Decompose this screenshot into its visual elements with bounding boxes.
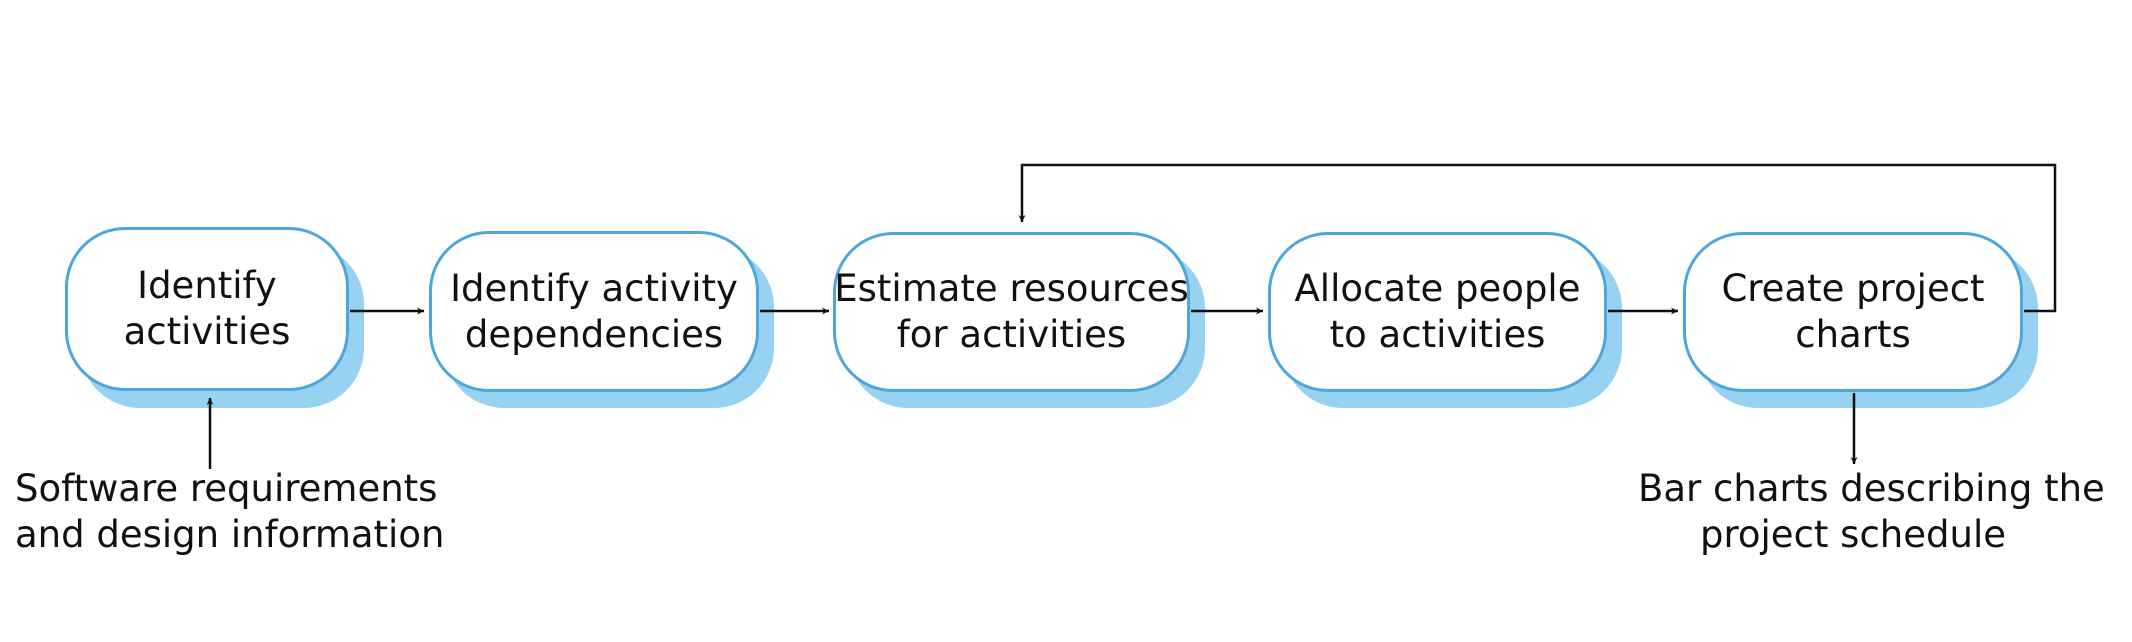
input-label-line: Software requirements: [15, 467, 438, 510]
output-label-line: project schedule: [1700, 513, 2006, 556]
step-label-line: activities: [123, 310, 291, 353]
step-label-line: to activities: [1329, 313, 1546, 356]
input-label: Software requirements and design informa…: [15, 466, 445, 558]
step-label-line: charts: [1795, 313, 1911, 356]
process-step-estimate-resources: Estimate resources for activities: [833, 232, 1190, 392]
step-label-line: Estimate resources: [834, 267, 1189, 310]
process-step-identify-activity-dependencies: Identify activity dependencies: [429, 231, 759, 392]
output-label: Bar charts describing the project schedu…: [1638, 466, 2105, 558]
step-label-line: Create project: [1721, 267, 1985, 310]
step-label-line: dependencies: [464, 312, 724, 356]
step-label-line: Identify: [137, 264, 277, 307]
step-label-line: for activities: [896, 313, 1127, 356]
step-label-line: Allocate people: [1294, 267, 1581, 310]
input-label-line: and design information: [15, 513, 445, 556]
feedback-arrow-charts-to-estimate: [1018, 163, 2057, 313]
process-step-identify-activities: Identify activities: [65, 227, 349, 391]
process-step-create-project-charts: Create project charts: [1683, 232, 2023, 392]
process-step-allocate-people: Allocate people to activities: [1268, 232, 1607, 392]
step-label-line: Identify activity: [450, 266, 738, 310]
output-label-line: Bar charts describing the: [1638, 467, 2105, 510]
